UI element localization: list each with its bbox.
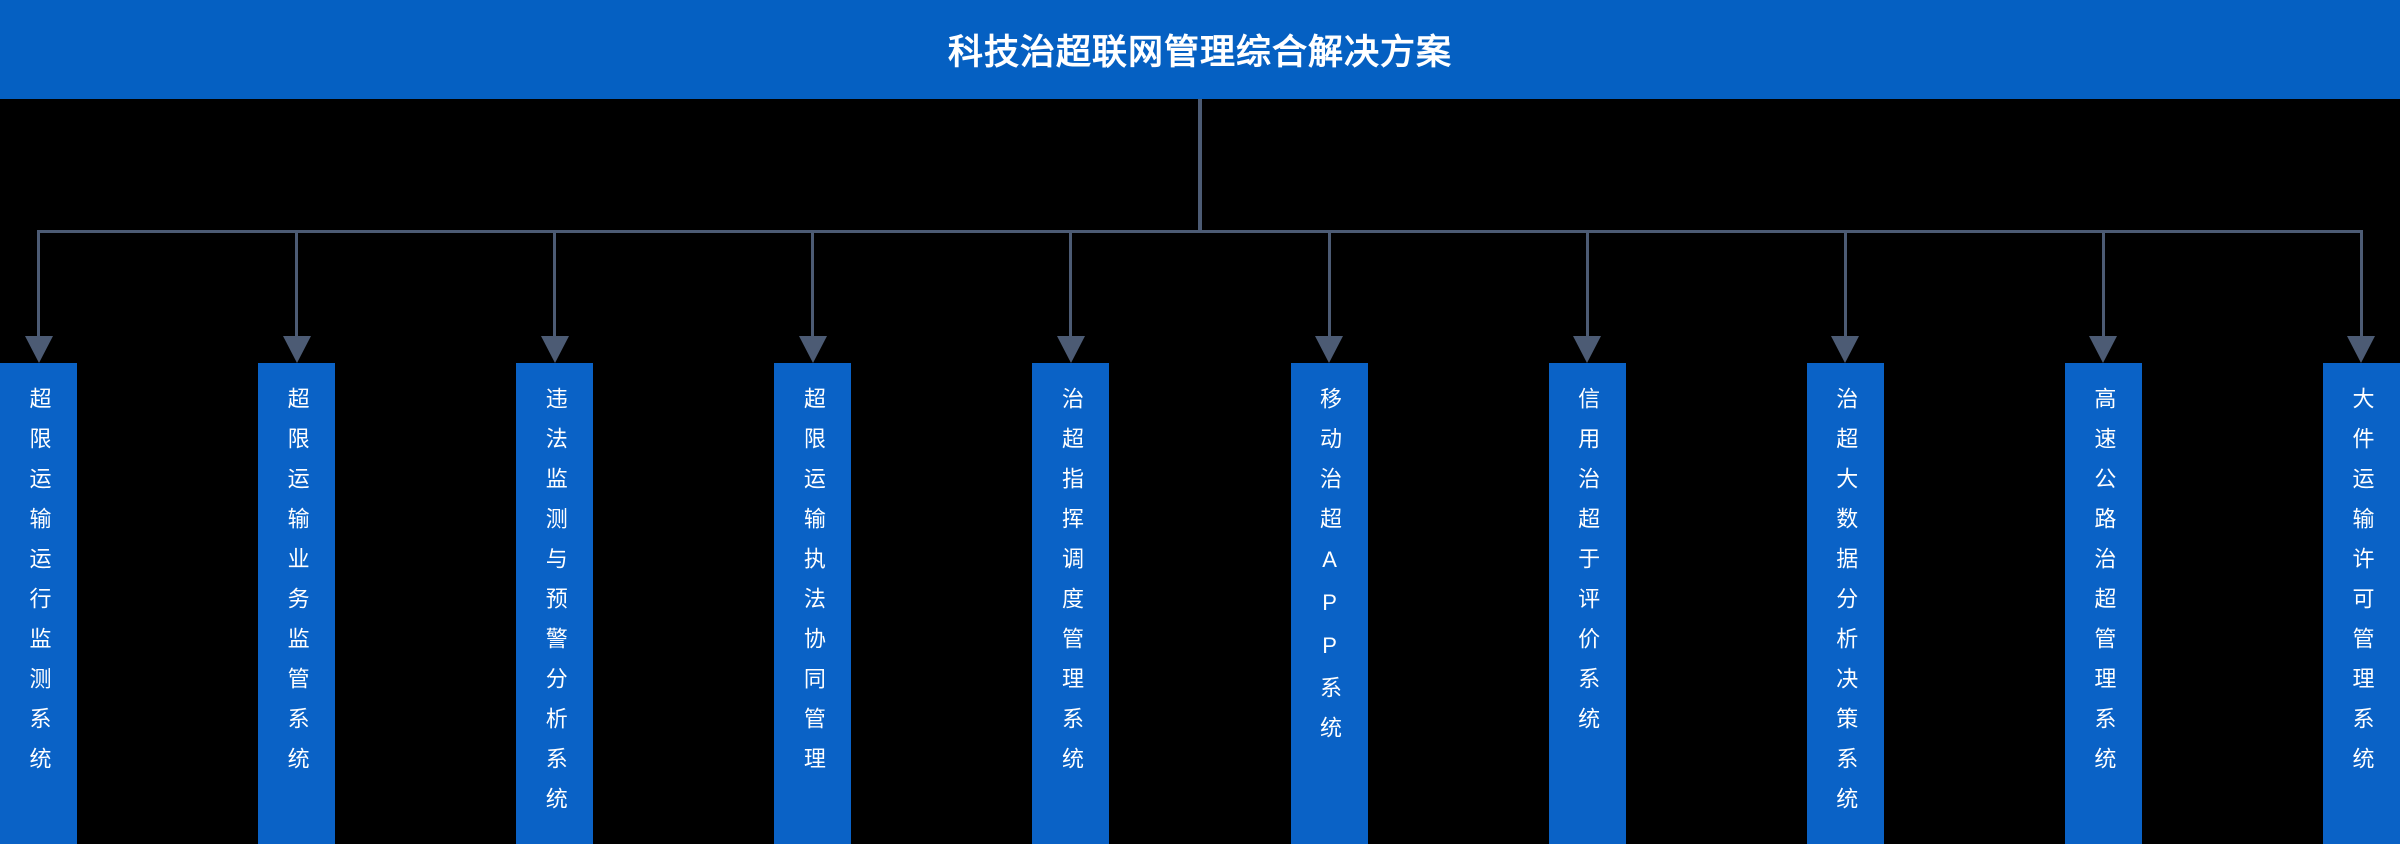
tree-node-col-4: 超限运输执法协同管理 [774,232,852,844]
system-node-label: 治超大数据分析决策系统 [1833,387,1859,827]
title-banner: 科技治超联网管理综合解决方案 [0,0,2400,99]
system-node-label: 违法监测与预警分析系统 [542,387,568,827]
tree-node-col-3: 违法监测与预警分析系统 [516,232,594,844]
connector-stem [1327,232,1331,338]
page-title: 科技治超联网管理综合解决方案 [947,33,1452,72]
connector-horizontal-rail [37,230,2363,233]
connector-stem [2101,232,2105,338]
arrow-down-icon [282,336,311,363]
tree-node-col-7: 信用治超于评价系统 [1548,232,1626,844]
tree-node-col-5: 治超指挥调度管理系统 [1032,232,1110,844]
tree-node-col-9: 高速公路治超管理系统 [2064,232,2142,844]
system-node-label: 超限运输运行监测系统 [26,387,52,787]
system-node-label: 移动治超APP系统 [1317,387,1343,756]
connector-stem [295,232,299,338]
system-node-label: 治超指挥调度管理系统 [1058,387,1084,787]
system-node-label: 大件运输许可管理系统 [2349,387,2375,787]
tree-node-col-10: 大件运输许可管理系统 [2322,232,2400,844]
arrow-down-icon [1315,336,1344,363]
tree-columns: 超限运输运行监测系统 超限运输业务监管系统 违法监测与预警分析系统 超限运输执法… [0,232,2400,844]
connector-stem [1585,232,1589,338]
system-node: 违法监测与预警分析系统 [516,363,594,844]
system-node: 超限运输运行监测系统 [0,363,77,844]
arrow-down-icon [2347,336,2376,363]
connector-stem [37,232,40,338]
system-node-label: 信用治超于评价系统 [1575,387,1601,747]
system-node: 移动治超APP系统 [1290,363,1368,844]
tree-node-col-8: 治超大数据分析决策系统 [1806,232,1884,844]
connector-trunk [1198,99,1202,232]
system-node: 治超大数据分析决策系统 [1806,363,1884,844]
connector-stem [811,232,815,338]
system-node-label: 超限运输业务监管系统 [284,387,310,787]
system-node-label: 超限运输执法协同管理 [800,387,826,787]
system-node: 治超指挥调度管理系统 [1032,363,1110,844]
system-node: 高速公路治超管理系统 [2064,363,2142,844]
arrow-down-icon [24,336,53,363]
system-node-label: 高速公路治超管理系统 [2091,387,2117,787]
arrow-down-icon [1831,336,1860,363]
connector-stem [2359,232,2363,338]
tree-node-col-1: 超限运输运行监测系统 [0,232,77,844]
tree-node-col-6: 移动治超APP系统 [1290,232,1368,844]
tree-node-col-2: 超限运输业务监管系统 [258,232,336,844]
arrow-down-icon [1573,336,1602,363]
system-node: 大件运输许可管理系统 [2322,363,2400,844]
arrow-down-icon [2089,336,2118,363]
system-node: 超限运输业务监管系统 [258,363,336,844]
arrow-down-icon [798,336,827,363]
arrow-down-icon [540,336,569,363]
system-node: 超限运输执法协同管理 [774,363,852,844]
connector-stem [1069,232,1073,338]
connector-stem [1843,232,1847,338]
connector-stem [553,232,557,338]
arrow-down-icon [1056,336,1085,363]
system-node: 信用治超于评价系统 [1548,363,1626,844]
